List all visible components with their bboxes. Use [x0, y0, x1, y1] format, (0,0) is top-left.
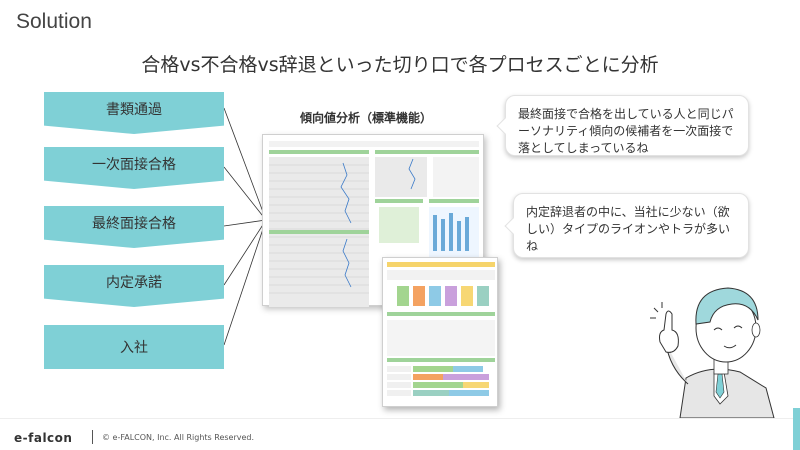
stage-first-interview-pass: 一次面接合格: [44, 147, 224, 189]
report-title: 傾向値分析（標準機能）: [300, 111, 433, 125]
section-label: Solution: [16, 10, 92, 33]
stage-document-pass: 書類通過: [44, 92, 224, 134]
stage-joined: 入社: [44, 325, 224, 369]
stage-final-interview-pass: 最終面接合格: [44, 206, 224, 248]
footer-separator: [92, 430, 93, 444]
footer-divider: [0, 418, 800, 419]
copyright-text: © e-FALCON, Inc. All Rights Reserved.: [102, 433, 255, 442]
stage-offer-accepted: 内定承諾: [44, 265, 224, 307]
report-thumbnail-graphic: [269, 141, 479, 307]
brand-logo-text: e-falcon: [14, 431, 73, 445]
insight-text-second: 内定辞退者の中に、当社に少ない（欲しい）タイプのライオンやトラが多いね: [526, 205, 731, 253]
insight-bubble-second: 内定辞退者の中に、当社に少ない（欲しい）タイプのライオンやトラが多いね: [504, 193, 749, 258]
pointing-person-illustration: [650, 287, 775, 418]
slide-headline: 合格vs不合格vs辞退といった切り口で各プロセスごとに分析: [141, 54, 659, 76]
insight-bubble-first: 最終面接で合格を出している人と同じパーソナリティ傾向の候補者を一次面接で落として…: [496, 95, 749, 156]
detail-thumbnail-graphic: [387, 262, 495, 396]
detail-report-thumbnail: [382, 257, 498, 407]
insight-text-first: 最終面接で合格を出している人と同じパーソナリティ傾向の候補者を一次面接で落として…: [518, 107, 734, 155]
page-accent-edge: [793, 408, 800, 450]
